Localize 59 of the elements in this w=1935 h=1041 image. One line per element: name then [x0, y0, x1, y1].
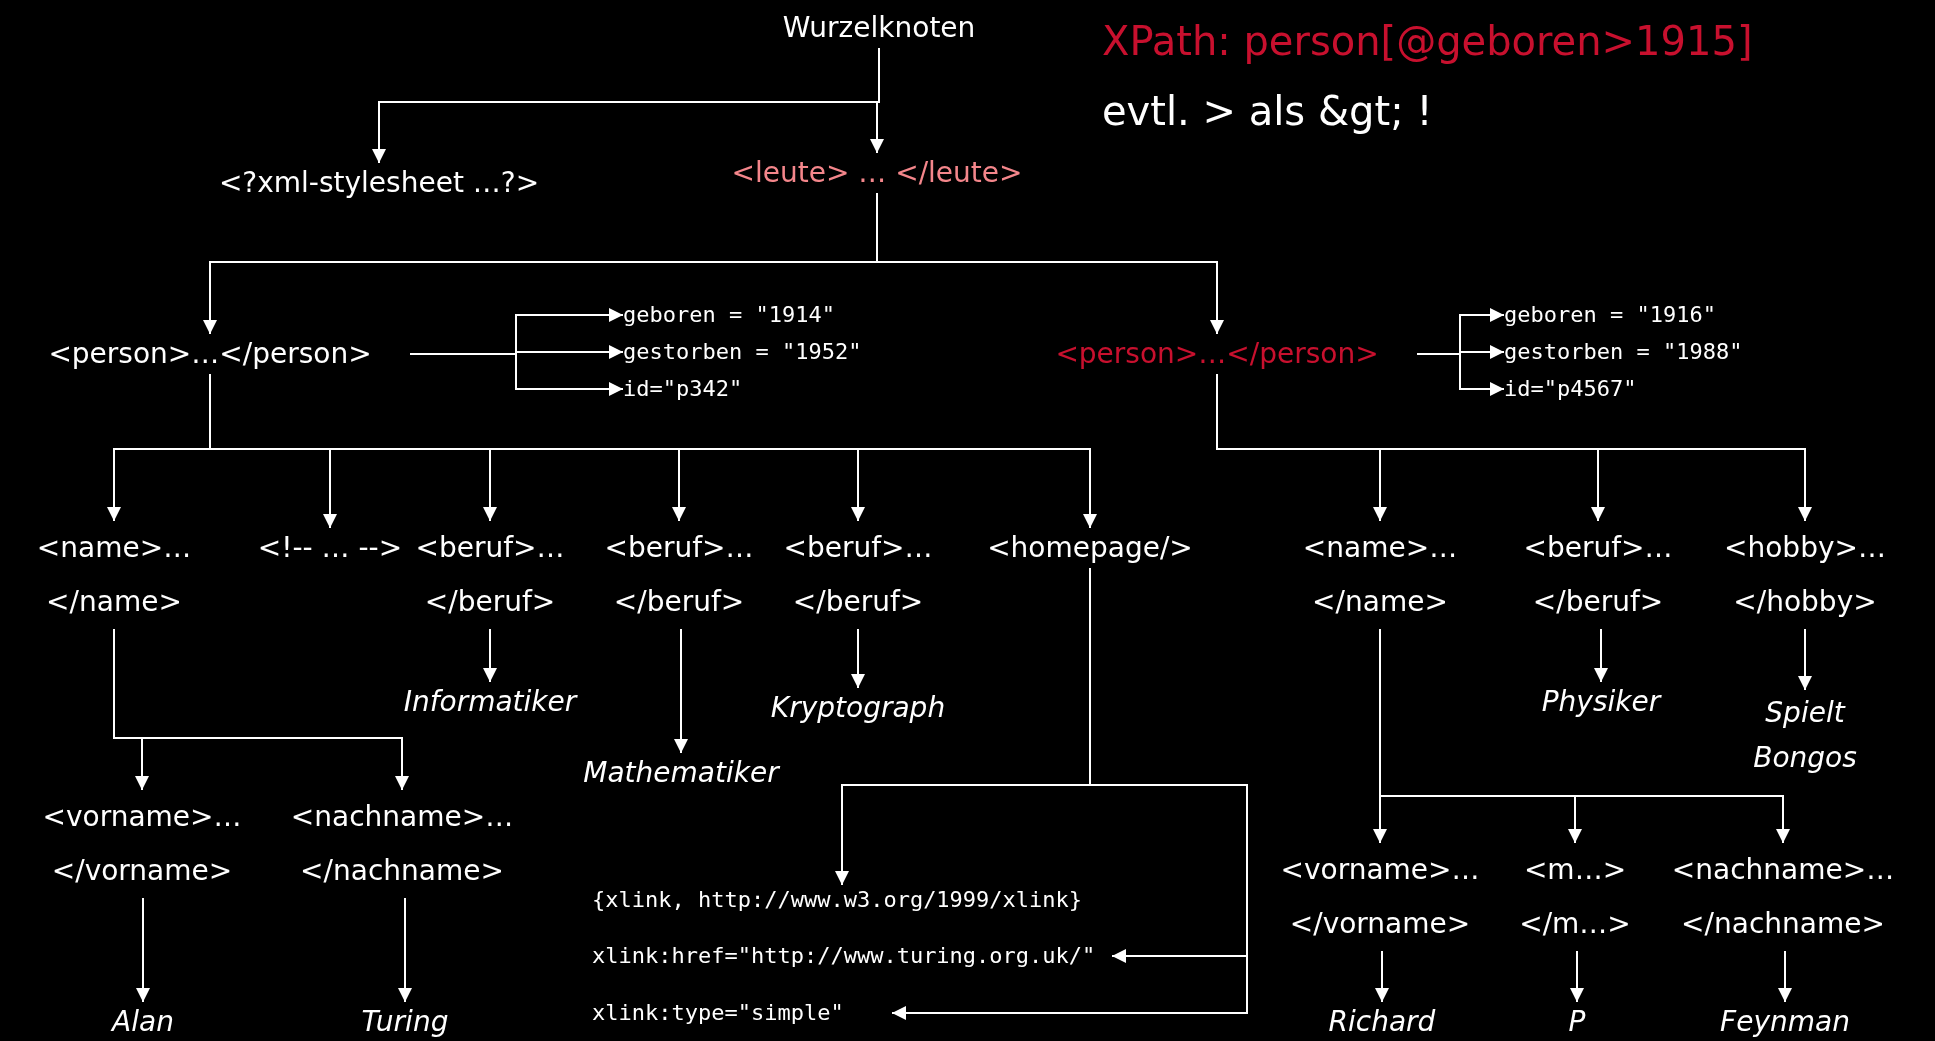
attribute-text: {xlink, http://www.w3.org/1999/xlink} [592, 885, 1092, 915]
arrow [409, 353, 624, 396]
element-tag: <homepage/> [980, 528, 1200, 568]
arrow [1594, 628, 1608, 683]
arrow [876, 192, 1224, 335]
element-tag: <leute> … </leute> [717, 153, 1037, 193]
arrow [483, 628, 497, 683]
element-tag: <name>… </name> [1280, 521, 1480, 629]
element-tag: <vorname>… </vorname> [17, 790, 267, 898]
element-tag: <!-- … --> [255, 528, 405, 568]
element-tag: <m…> </m…> [1510, 843, 1640, 951]
text-value: Richard [1312, 1002, 1452, 1038]
text-value: Feynman [1705, 1002, 1865, 1038]
text-value: Kryptograph [758, 688, 958, 728]
element-tag: <beruf>… </beruf> [406, 521, 574, 629]
text-value: Physiker [1521, 682, 1681, 722]
text-value: Spielt Bongos [1720, 690, 1890, 780]
attribute-text: geboren = "1916" [1504, 300, 1754, 330]
arrow [851, 628, 865, 689]
element-tag: <nachname>… </nachname> [272, 790, 532, 898]
attribute-text: xlink:type="simple" [592, 998, 892, 1028]
attribute-text: gestorben = "1952" [623, 337, 873, 367]
text-value: Turing [345, 1002, 465, 1038]
xpath-note: XPath: person[@geboren>1915] [1102, 18, 1753, 64]
element-tag: <beruf>… </beruf> [595, 521, 763, 629]
element-tag: <vorname>… </vorname> [1260, 843, 1500, 951]
arrow [1379, 628, 1790, 844]
element-tag: Wurzelknoten [769, 8, 989, 48]
arrow [870, 47, 884, 154]
arrow [1570, 950, 1584, 1003]
arrow [891, 567, 1248, 1020]
element-tag: <person>…</person> [10, 334, 410, 374]
arrow [1375, 950, 1389, 1003]
arrow [209, 373, 1097, 529]
arrow [136, 897, 150, 1003]
text-value: Informatiker [390, 682, 590, 722]
text-value: Mathematiker [571, 753, 791, 793]
element-tag: <?xml-stylesheet …?> [214, 163, 544, 203]
element-tag: <nachname>… </nachname> [1658, 843, 1908, 951]
element-tag: <beruf>… </beruf> [1508, 521, 1688, 629]
arrow [1798, 628, 1812, 691]
arrow [113, 628, 409, 791]
text-value: P [1557, 1002, 1597, 1038]
element-tag: <person>…</person> [1017, 334, 1417, 374]
text-value: Alan [93, 1002, 193, 1038]
element-tag: <hobby>… </hobby> [1710, 521, 1900, 629]
element-tag: <name>… </name> [14, 521, 214, 629]
attribute-text: id="p4567" [1504, 374, 1754, 404]
arrow [1778, 950, 1792, 1003]
arrow [1416, 353, 1505, 396]
attribute-text: geboren = "1914" [623, 300, 873, 330]
note-text: evtl. > als &gt; ! [1102, 88, 1433, 134]
attribute-text: xlink:href="http://www.turing.org.uk/" [592, 941, 1112, 971]
arrow [398, 897, 412, 1003]
attribute-text: id="p342" [623, 374, 873, 404]
arrow [674, 628, 688, 754]
arrow [1216, 373, 1812, 522]
attribute-text: gestorben = "1988" [1504, 337, 1754, 367]
element-tag: <beruf>… </beruf> [774, 521, 942, 629]
